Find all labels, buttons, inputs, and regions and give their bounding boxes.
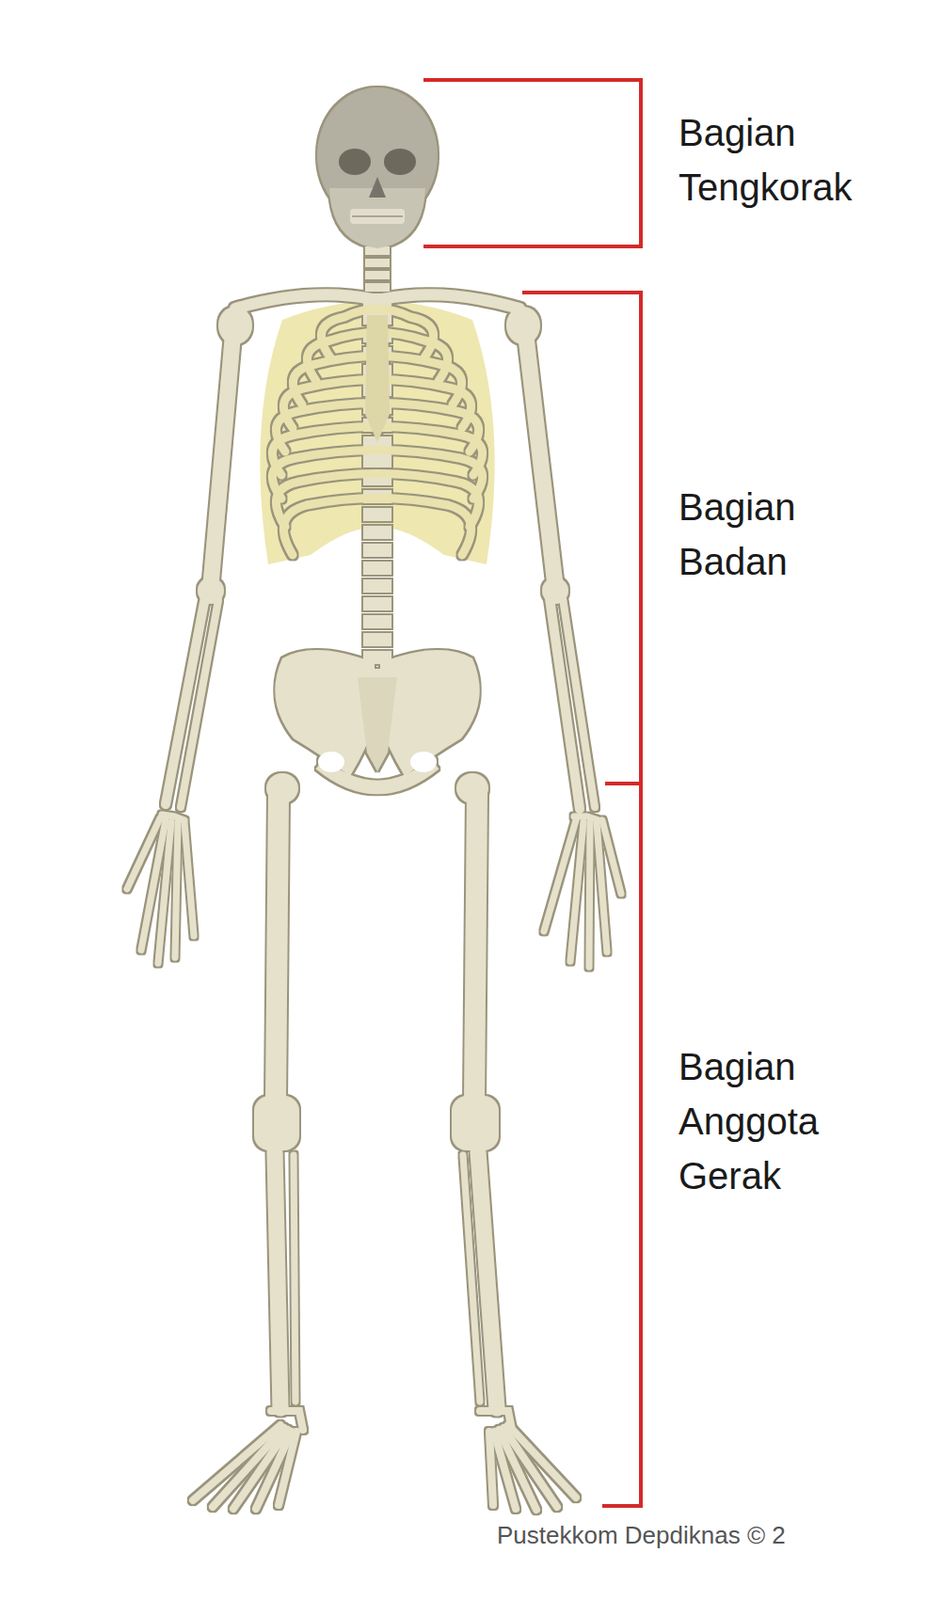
skull-features [338, 148, 416, 217]
region-label: Bagian Badan [678, 479, 914, 590]
region-label: Bagian Anggota Gerak [678, 1039, 914, 1204]
skeleton-bones [127, 87, 622, 1511]
region-label: Bagian Tengkorak [678, 105, 914, 215]
ribcage-fill [259, 301, 495, 565]
region-bracket [423, 79, 641, 1507]
watermark: Pustekkom Depdiknas © 2 [496, 1521, 930, 1551]
